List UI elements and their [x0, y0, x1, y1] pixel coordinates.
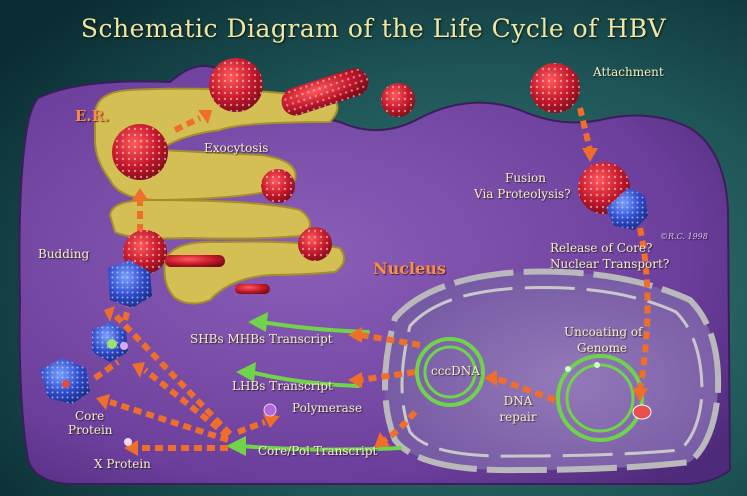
x-protein-label: X Protein — [94, 458, 151, 471]
lhbs-transcript-label: LHBs Transcript — [232, 380, 333, 393]
exocytosis-label: Exocytosis — [204, 142, 268, 155]
fusion-label-line1: Fusion — [505, 172, 546, 185]
er-label: E.R. — [75, 110, 109, 123]
core-pol-transcript-label: Core/Pol Transcript — [258, 445, 377, 458]
virion-attachment — [530, 63, 580, 113]
release-label-line2: Nuclear Transport? — [550, 258, 669, 271]
nucleus-label: Nucleus — [373, 262, 446, 275]
uncoating-label-line1: Uncoating of — [564, 326, 643, 339]
copyright-mark: ©R.C. 1998 — [660, 230, 708, 243]
uncoating-label-line2: Genome — [577, 342, 627, 355]
core-protein-label-line1: Core — [75, 410, 104, 423]
diagram-title: Schematic Diagram of the Life Cycle of H… — [0, 14, 747, 43]
attachment-label: Attachment — [593, 66, 664, 79]
x-protein-molecule — [124, 438, 132, 446]
core-protein-label-line2: Protein — [68, 424, 113, 437]
release-label-line1: Release of Core? — [550, 242, 652, 255]
cccdna-label: cccDNA — [431, 365, 480, 378]
budding-label: Budding — [38, 248, 89, 261]
fusion-label-line2: Via Proteolysis? — [474, 188, 571, 201]
dna-repair-label-line2: repair — [496, 411, 540, 424]
polymerase-label: Polymerase — [292, 402, 362, 415]
polymerase-molecule — [264, 404, 276, 416]
dna-repair-label-line1: DNA — [498, 395, 538, 408]
shbs-mhbs-transcript-label: SHBs MHBs Transcript — [190, 333, 333, 346]
